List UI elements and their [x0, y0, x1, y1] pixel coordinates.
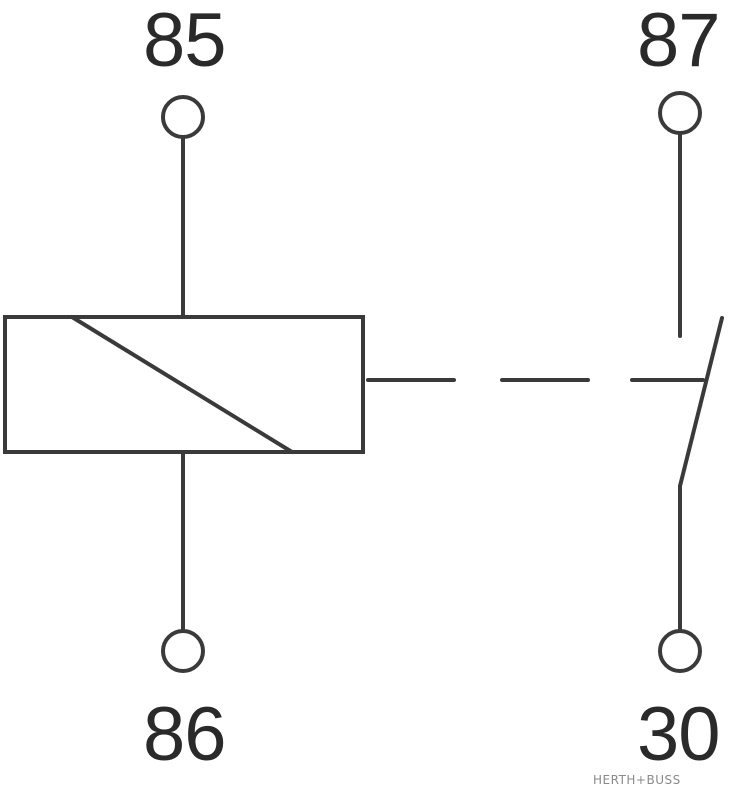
brand-watermark: HERTH+BUSS — [593, 773, 681, 787]
pin-label-85: 85 — [143, 0, 227, 83]
pin-label-87: 87 — [637, 0, 721, 83]
terminal-85-circle — [161, 95, 205, 139]
pin-label-86: 86 — [143, 692, 227, 777]
switch-blade — [678, 316, 724, 488]
terminal-30-circle — [658, 629, 702, 673]
terminal-87-circle — [658, 91, 702, 135]
terminal-86-circle — [161, 629, 205, 673]
pin-label-30: 30 — [637, 692, 721, 777]
coil-diagonal — [70, 315, 294, 454]
